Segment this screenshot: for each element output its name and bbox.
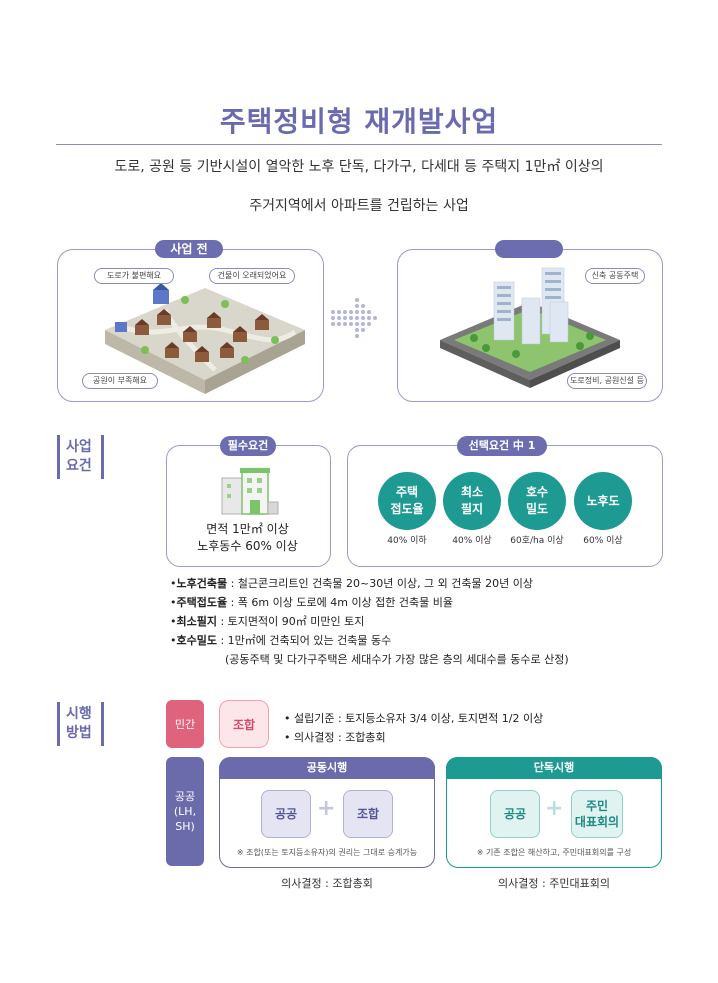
after-illustration [430,262,630,392]
before-tag-road: 도로가 불편해요 [94,268,174,284]
joint-note: ※ 조합(또는 토지등소유자)의 권리는 그대로 승계가능 [236,848,418,857]
sole-resident-box: 주민 대표회의 [571,790,623,838]
choice-circle-density: 호수 밀도 [508,472,566,530]
private-bullets: • 설립기준 : 토지등소유자 3/4 이상, 토지면적 1/2 이상 • 의사… [284,712,544,744]
after-tag-roads-parks: 도로정비, 공원신설 등 [567,373,647,389]
note-item: •최소필지 : 토지면적이 90㎡ 미만인 토지 [170,615,365,628]
choice-circle-aging: 노후도 [574,472,632,530]
section-bar [101,702,104,746]
description-line-2: 주거지역에서 아파트를 건립하는 사업 [249,198,469,214]
public-tag: 공공 (LH, SH) [166,757,204,866]
note-item: •노후건축물 : 철근콘크리트인 건축물 20~30년 이상, 그 외 건축물 … [170,577,534,590]
choice-circle-access-rate: 주택 접도율 [378,472,436,530]
choice-value: 40% 이하 [387,536,427,546]
sole-note: ※ 기존 조합은 해산하고, 주민대표회의를 구성 [476,848,632,857]
note-item: •호수밀도 : 1만㎡에 건축되어 있는 건축물 동수 [170,634,392,647]
requirements-label: 사업 요건 [66,439,92,474]
methods-label: 시행 방법 [66,706,92,741]
sole-method-header: 단독시행 [446,757,662,779]
section-bar [101,435,104,479]
joint-method-header: 공동시행 [219,757,435,779]
joint-union-box: 조합 [343,790,393,838]
joint-decision: 의사결정 : 조합총회 [281,877,373,890]
choice-circle-min-lot: 최소 필지 [443,472,501,530]
building-icon [220,466,280,520]
before-tag-buildings: 건물이 오래되었어요 [209,268,295,284]
section-bar [57,435,60,479]
page-title: 주택정비형 재개발사업 [219,105,499,138]
after-header [495,240,563,258]
sole-public-box: 공공 [490,790,540,838]
required-area: 면적 1만㎡ 이상 [206,522,289,536]
choice-value: 60호/ha 이상 [510,536,564,546]
private-tag: 민간 [166,700,204,748]
choice-value: 60% 이상 [583,536,623,546]
choice-value: 40% 이상 [452,536,492,546]
requirement-notes: •노후건축물 : 철근콘크리트인 건축물 20~30년 이상, 그 외 건축물 … [170,574,660,669]
required-box [166,445,331,567]
required-header: 필수요건 [220,436,276,456]
before-header: 사업 전 [155,240,223,258]
dotted-arrow [329,296,389,350]
union-box: 조합 [219,700,269,748]
note-sub: (공동주택 및 다가구주택은 세대수가 가장 많은 층의 세대수를 동수로 산정… [225,653,569,666]
description-line-1: 도로, 공원 등 기반시설이 열악한 노후 단독, 다가구, 다세대 등 주택지… [114,159,604,175]
before-illustration [95,270,315,400]
before-tag-parks: 공원이 부족해요 [82,373,158,389]
choice-header: 선택요건 中 1 [457,436,547,456]
joint-public-box: 공공 [261,790,311,838]
required-aged: 노후동수 60% 이상 [197,539,298,553]
note-item: •주택접도율 : 폭 6m 이상 도로에 4m 이상 접한 건축물 비율 [170,596,454,609]
sole-decision: 의사결정 : 주민대표회의 [498,877,610,890]
plus-icon: + [545,796,564,821]
section-bar [57,702,60,746]
plus-icon: + [317,796,336,821]
title-divider [56,144,662,145]
after-tag-housing: 신축 공동주택 [585,268,645,284]
